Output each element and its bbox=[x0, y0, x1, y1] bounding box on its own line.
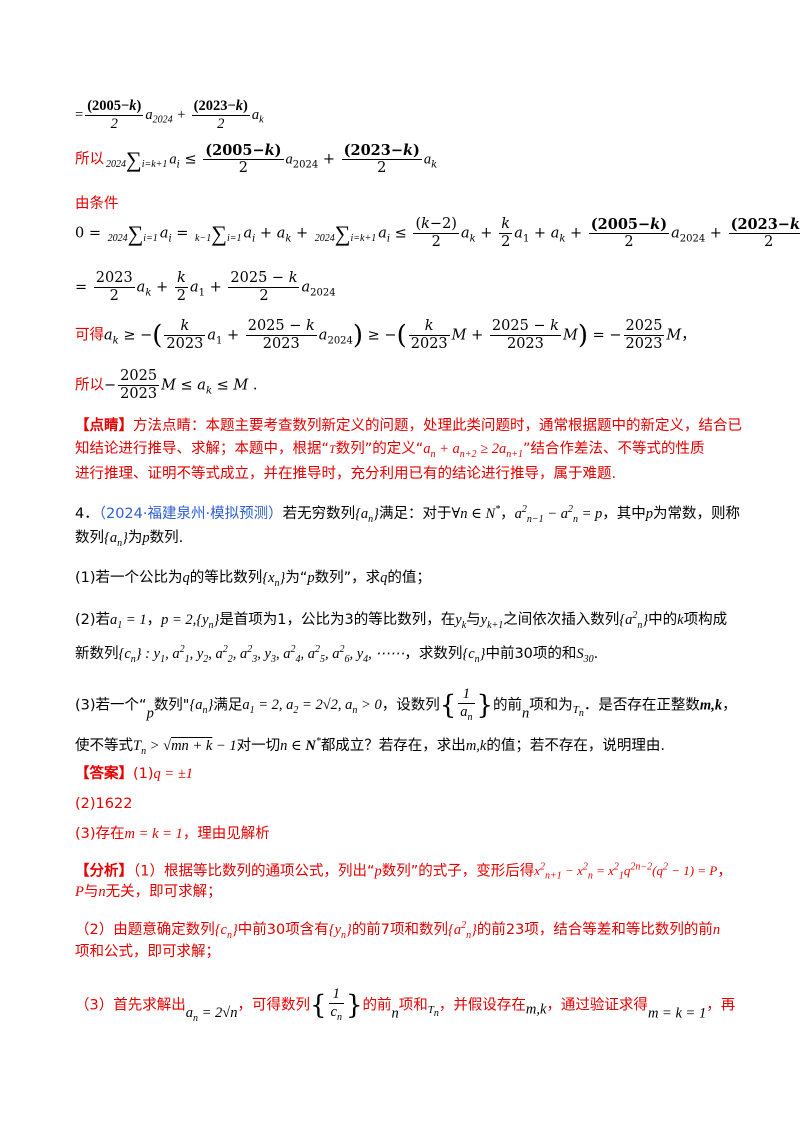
text-suoyi-2: 所以 bbox=[75, 377, 104, 394]
question-number: 4． bbox=[75, 505, 99, 522]
p3-g: ．是否存在正整数 bbox=[583, 697, 700, 714]
p2-f: 项构成 bbox=[683, 611, 728, 628]
dianjing-text-2a: 知结论进行推导、求解；本题中，根据“ bbox=[75, 441, 330, 457]
dianjing-line-3: 进行推理、证明不等式成立，并在推导时，充分利用已有的结论进行推导，属于难题. bbox=[75, 466, 617, 482]
analysis-line-2: P与n无关，即可求解； bbox=[75, 884, 222, 900]
dianjing-tag: 【点睛】 bbox=[75, 418, 133, 434]
question-part-2-line-1: (2)若a1 = 1，p = 2,{yn}是首项为1，公比为3的等比数列，在yk… bbox=[75, 610, 728, 631]
answer-tag: 【答案】 bbox=[75, 766, 133, 782]
p3-h: 使不等式 bbox=[75, 737, 133, 754]
analysis-line-1: 【分析】（1）根据等比数列的通项公式，列出“p数列”的式子，变形后得x2n+1 … bbox=[75, 862, 732, 882]
ans1-a: (1) bbox=[133, 766, 154, 782]
question-part-1: (1)若一个公比为q的等比数列{xn}为“p数列”，求q的值； bbox=[75, 570, 431, 589]
question-4-line-2: 数列{an}为p数列. bbox=[75, 530, 184, 549]
dianjing-line-2: 知结论进行推导、求解；本题中，根据“T数列”的定义“an + an+2 ≥ 2a… bbox=[75, 441, 705, 460]
p2-d: 之间依次插入数列 bbox=[503, 611, 620, 628]
p2-i: 中前30项的和 bbox=[485, 645, 577, 662]
p1-b: 的等比数列 bbox=[189, 570, 263, 586]
ans3-b: ，理由见解析 bbox=[182, 826, 270, 842]
fx3-b: ，可得数列 bbox=[237, 997, 310, 1014]
p3-c: 满足 bbox=[213, 697, 243, 714]
fx3-a: （3）首先求解出 bbox=[75, 997, 186, 1014]
p2-h: ，求数列 bbox=[404, 645, 463, 662]
fx3-d: 项和 bbox=[398, 997, 428, 1014]
analysis-line-3: （2）由题意确定数列{cn}中前30项含有{yn}的前7项和数列{a2n}的前2… bbox=[75, 920, 721, 941]
fx1-d: 无关，即可求解； bbox=[105, 884, 222, 900]
analysis-line-4: 项和公式，即可求解； bbox=[75, 944, 220, 960]
q4-text-d: 为常数，则称 bbox=[653, 505, 740, 522]
fx3-g: ，再 bbox=[706, 997, 736, 1014]
fx1-a: （1）根据等比数列的通项公式，列出“ bbox=[133, 863, 375, 880]
question-part-2-line-2: 新数列{cn} : y1, a21, y2, a22, a23, y3, a24… bbox=[75, 644, 599, 665]
p2-b: 是首项为1，公比为3的等比数列，在 bbox=[219, 611, 456, 628]
fx2-b: 中前30项含有 bbox=[237, 921, 329, 938]
q4-line2-c: 数列. bbox=[149, 530, 184, 546]
p2-c: 与 bbox=[466, 611, 481, 628]
p3-b: 数列" bbox=[153, 697, 190, 714]
q4-text-b: 满足：对于 bbox=[378, 505, 452, 522]
dianjing-text-2b: 数列”的定义“ bbox=[335, 441, 424, 457]
fx3-e: ，并假设存在 bbox=[438, 997, 526, 1014]
text-suoyi: 所以 bbox=[75, 151, 104, 168]
question-part-3-line-2: 使不等式Tn > √mn + k − 1对一切n ∈ N*都成立？若存在，求出m… bbox=[75, 736, 665, 757]
q4-line2-a: 数列 bbox=[75, 530, 104, 546]
p3-j: 都成立？若存在，求出 bbox=[320, 737, 466, 754]
analysis-tag: 【分析】 bbox=[75, 863, 133, 880]
p1-e: 的值； bbox=[387, 570, 431, 586]
p3-d: ，设数列 bbox=[381, 697, 440, 714]
question-4-line-1: 4．（2024·福建泉州·模拟预测）若无穷数列{an}满足：对于∀n ∈ N*，… bbox=[75, 504, 740, 525]
fx2-c: 的前7项和数列 bbox=[351, 921, 449, 938]
q4-text-c: ，其中 bbox=[602, 505, 646, 522]
fx1-b: 数列”的式子，变形后得 bbox=[381, 863, 535, 880]
question-source: （2024·福建泉州·模拟预测） bbox=[98, 505, 283, 522]
answer-line-2: (2)1622 bbox=[75, 796, 133, 812]
ans3-a: (3)存在 bbox=[75, 826, 125, 842]
p1-a: (1)若一个公比为 bbox=[75, 570, 183, 586]
q4-text-a: 若无穷数列 bbox=[282, 505, 356, 522]
p1-d: 数列”，求 bbox=[314, 570, 381, 586]
answer-line-3: (3)存在m = k = 1，理由见解析 bbox=[75, 826, 270, 842]
answer-line-1: 【答案】(1)q = ±1 bbox=[75, 766, 194, 782]
p3-i: 对一切 bbox=[236, 737, 281, 754]
fx3-f: ，通过验证求得 bbox=[546, 997, 648, 1014]
p2-g: 新数列 bbox=[75, 645, 119, 662]
fx2-d: 的前23项，结合等差和等比数列的前 bbox=[476, 921, 713, 938]
p2-a: (2)若 bbox=[75, 611, 111, 628]
text-kede: 可得 bbox=[75, 327, 104, 344]
dianjing-line-1: 【点睛】方法点睛：本题主要考查数列新定义的问题，处理此类问题时，通常根据题中的新… bbox=[75, 414, 742, 438]
text-youtiaojian: 由条件 bbox=[75, 196, 119, 212]
fx1-c: 与 bbox=[83, 884, 99, 900]
p3-f: 项和为 bbox=[529, 697, 573, 714]
p2-e: 中的 bbox=[648, 611, 678, 628]
q4-line2-b: 为 bbox=[127, 530, 143, 546]
fx2-a: （2）由题意确定数列 bbox=[75, 921, 215, 938]
p3-k: 的值；若不存在，说明理由. bbox=[486, 737, 665, 754]
question-part-3-line-1: (3)若一个“p数列"{an}满足a1 = 2, a2 = 2√2, an > … bbox=[75, 686, 737, 723]
dianjing-text-2c: ”结合作差法、不等式的性质 bbox=[523, 441, 705, 457]
p1-c: 为“ bbox=[285, 570, 308, 586]
dianjing-text-1: 方法点睛：本题主要考查数列新定义的问题，处理此类问题时，通常根据题中的新定义，结… bbox=[133, 418, 742, 434]
p3-a: (3)若一个“ bbox=[75, 697, 147, 714]
fx3-c: 的前 bbox=[362, 997, 392, 1014]
p3-e: 的前 bbox=[493, 697, 523, 714]
